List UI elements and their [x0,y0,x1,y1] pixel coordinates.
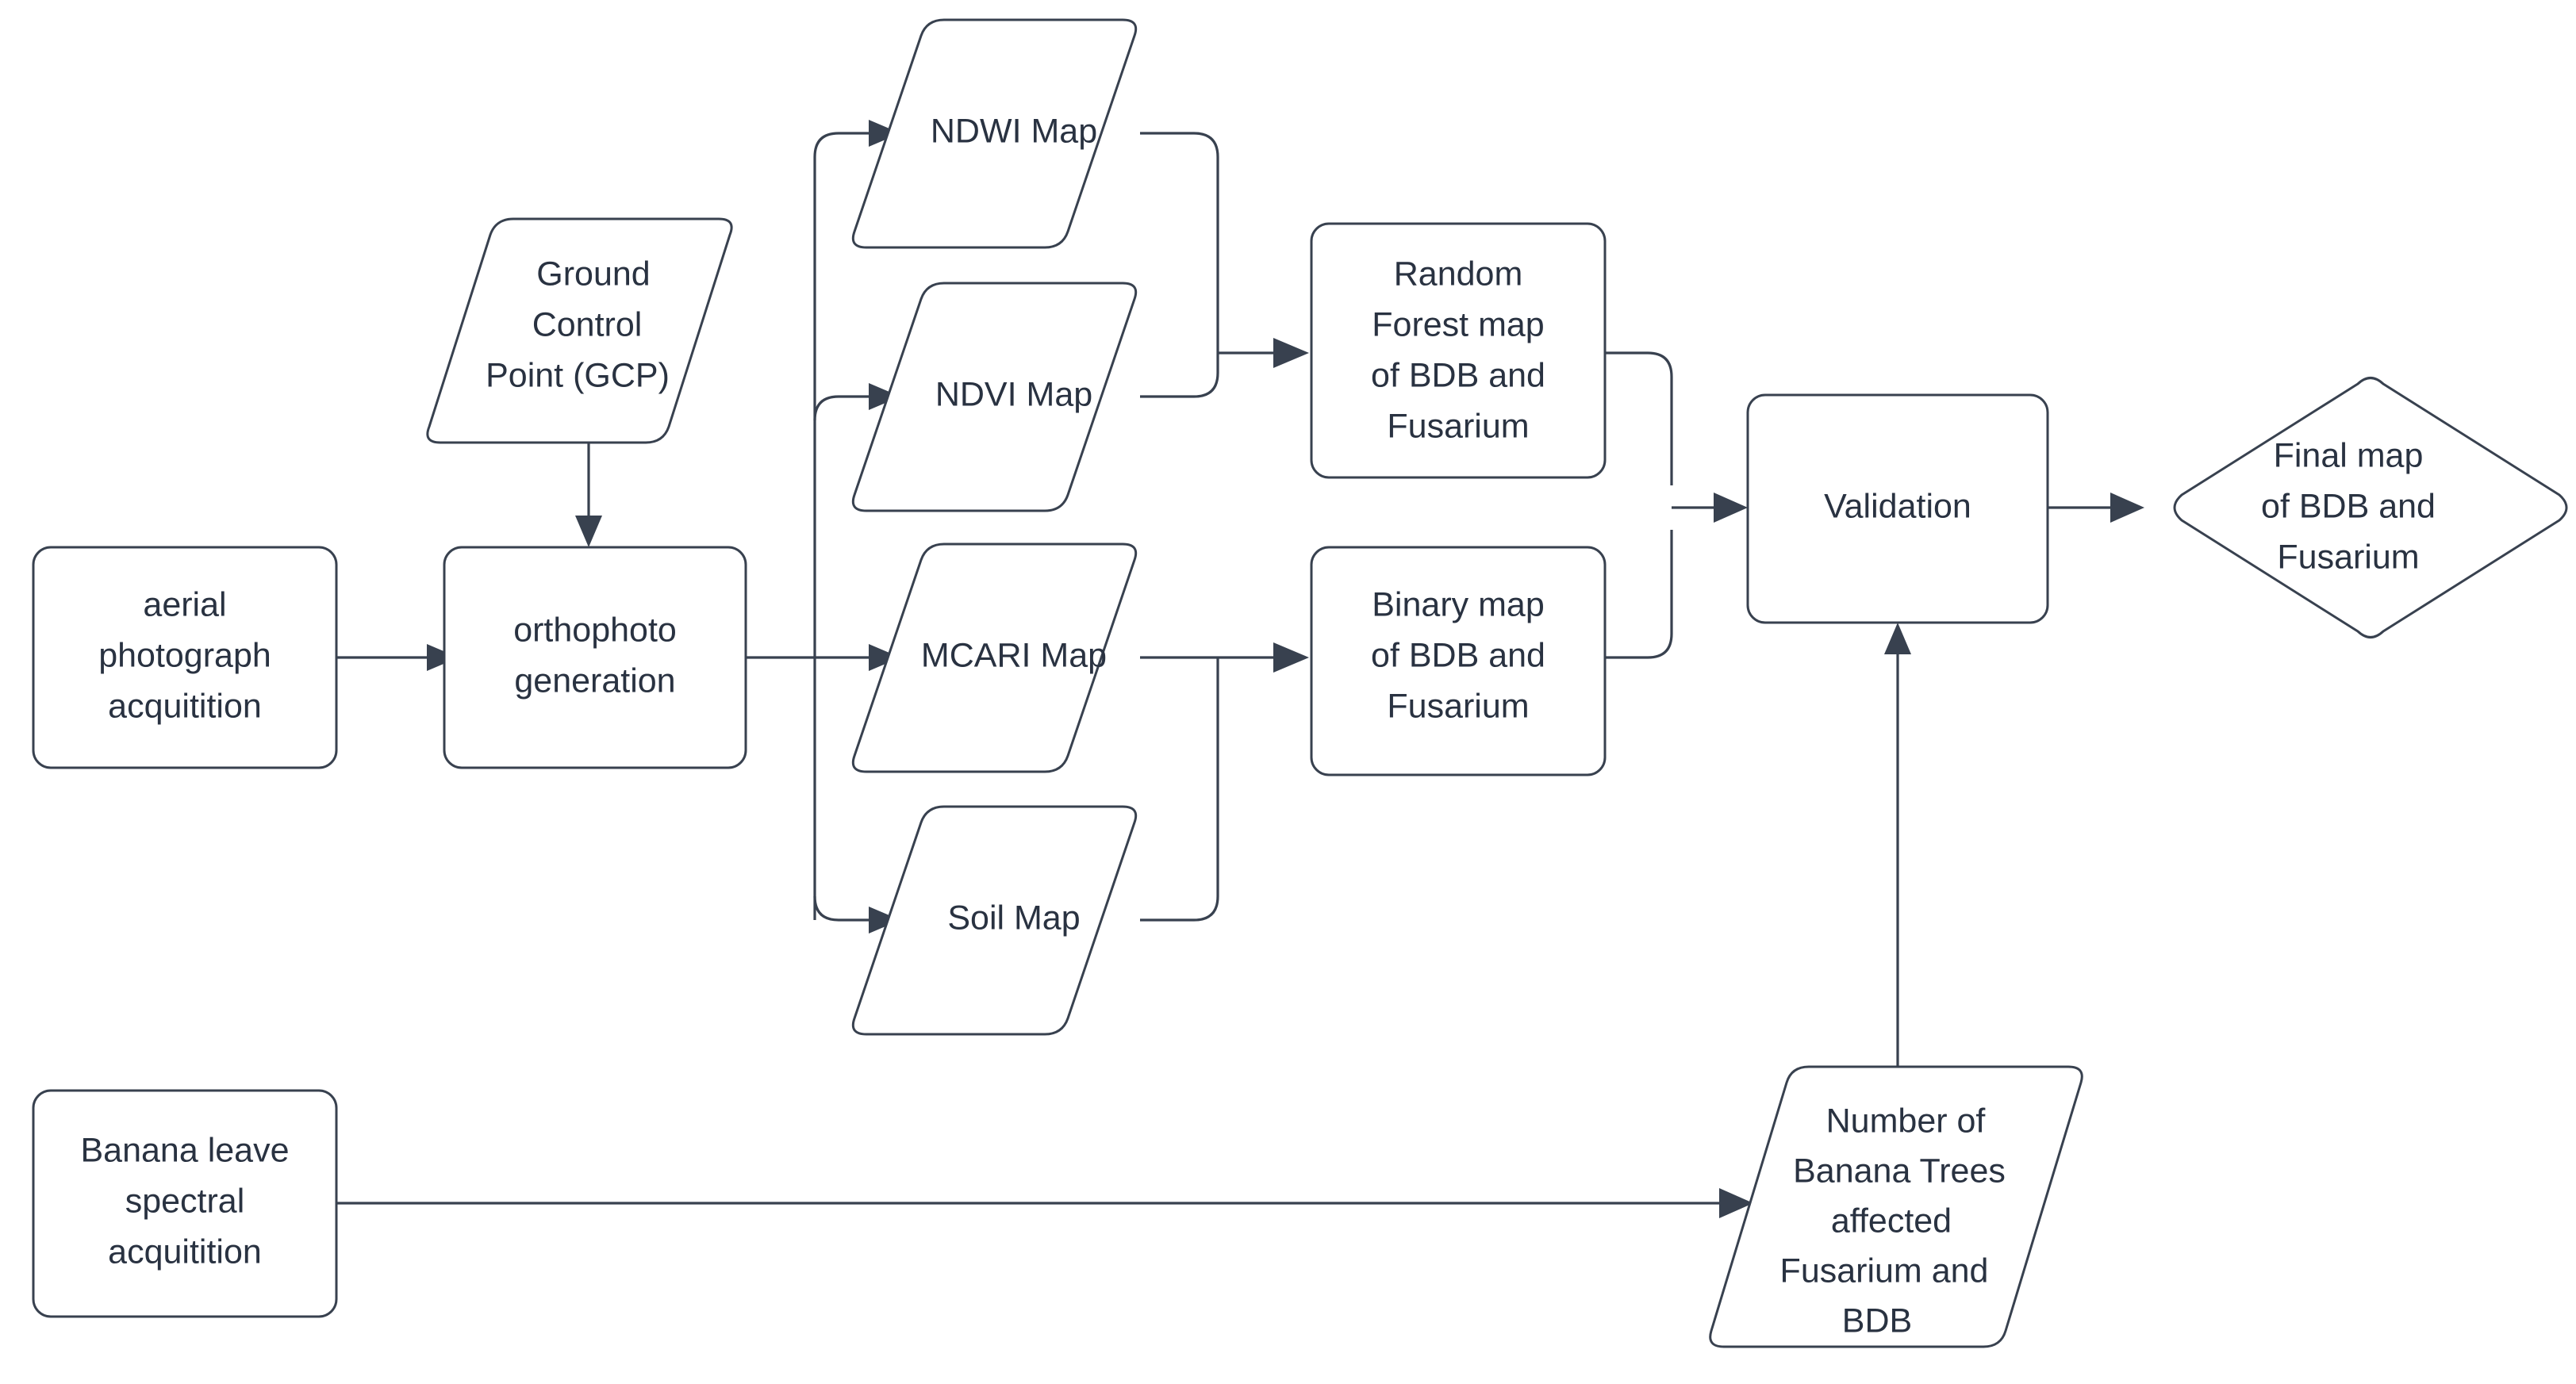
node-binary-map[interactable]: Binary map of BDB and Fusarium [1310,546,1607,776]
edge-bus-to-ndwi [813,120,900,158]
aerial-photograph-label-line1: aerial [143,585,226,623]
random-forest-map-label-line4: Fusarium [1387,407,1529,445]
node-ndvi-map[interactable]: NDVI Map [851,282,1138,512]
banana-leave-spectral-label-line3: acquitition [108,1233,262,1271]
random-forest-map-box[interactable] [1310,222,1607,479]
binary-map-label-line1: Binary map [1372,585,1544,623]
orthophoto-generation-box[interactable] [443,546,747,769]
banana-trees-affected-label-line3: affected [1831,1202,1952,1240]
edge-banana-leave-to-trees-affected [336,1188,1753,1218]
ground-control-point-label-line2: Control [532,305,643,343]
binary-map-label-line2: of BDB and [1371,636,1545,674]
edge-results-to-validation [1603,351,1748,659]
node-orthophoto-generation[interactable]: orthophoto generation [443,546,747,769]
ndwi-map-parallelogram[interactable] [851,18,1138,249]
edge-orthophoto-bus [746,157,816,920]
banana-leave-spectral-label-line2: spectral [125,1182,245,1220]
edge-bus-to-binary-map [1218,642,1309,673]
aerial-photograph-box[interactable] [32,546,338,769]
edge-bus-to-random-forest [1218,338,1309,368]
ground-control-point-parallelogram[interactable] [426,217,733,444]
aerial-photograph-label-line2: photograph [98,636,271,674]
final-map-label-line2: of BDB and [2261,487,2436,525]
node-final-map[interactable]: Final map of BDB and Fusarium [2173,377,2568,638]
final-map-diamond[interactable] [2173,377,2568,638]
node-aerial-photograph[interactable]: aerial photograph acquitition [32,546,338,769]
ground-control-point-label-line1: Ground [536,255,650,293]
banana-leave-spectral-box[interactable] [32,1089,338,1318]
node-banana-leave-spectral[interactable]: Banana leave spectral acquitition [32,1089,338,1318]
final-map-label-line1: Final map [2274,436,2424,474]
node-random-forest-map[interactable]: Random Forest map of BDB and Fusarium [1310,222,1607,479]
binary-map-box[interactable] [1310,546,1607,776]
node-ndwi-map[interactable]: NDWI Map [851,18,1138,249]
banana-leave-spectral-label-line1: Banana leave [81,1131,290,1169]
aerial-photograph-label-line3: acquitition [108,687,262,725]
random-forest-map-label-line2: Forest map [1372,305,1544,343]
soil-map-parallelogram[interactable] [851,805,1138,1036]
node-mcari-map[interactable]: MCARI Map [851,542,1138,773]
random-forest-map-label-line1: Random [1394,255,1523,293]
edge-validation-to-final-map [2047,493,2144,523]
node-banana-trees-affected[interactable]: Number of Banana Trees affected Fusarium… [1709,1065,2083,1348]
random-forest-map-label-line3: of BDB and [1371,356,1545,394]
banana-trees-affected-label-line5: BDB [1842,1302,1912,1340]
ndvi-map-label: NDVI Map [935,375,1092,413]
edge-aerial-to-orthophoto [336,644,459,671]
validation-box[interactable] [1746,393,2049,624]
edge-gcp-to-orthophoto [575,443,602,547]
node-validation[interactable]: Validation [1746,393,2049,624]
mcari-map-label: MCARI Map [921,636,1107,674]
edge-bus-to-mcari [815,644,900,671]
node-soil-map[interactable]: Soil Map [851,805,1138,1036]
orthophoto-generation-label-line1: orthophoto [513,611,677,649]
edge-bus-to-soil [813,895,900,934]
ndvi-map-parallelogram[interactable] [851,282,1138,512]
banana-trees-affected-label-line1: Number of [1826,1102,1987,1140]
edge-maps-merge-bus [1140,132,1219,922]
validation-label: Validation [1824,487,1971,525]
ndwi-map-label: NDWI Map [931,112,1097,150]
soil-map-label: Soil Map [947,899,1080,937]
edge-trees-affected-to-validation [1884,623,1911,1067]
edge-bus-to-ndvi [813,383,900,421]
ground-control-point-label-line3: Point (GCP) [486,356,670,394]
banana-trees-affected-label-line2: Banana Trees [1793,1152,2006,1190]
binary-map-label-line3: Fusarium [1387,687,1529,725]
final-map-label-line3: Fusarium [2277,538,2419,576]
banana-trees-affected-label-line4: Fusarium and [1780,1252,1989,1290]
orthophoto-generation-label-line2: generation [514,661,675,700]
mcari-map-parallelogram[interactable] [851,542,1138,773]
node-ground-control-point[interactable]: Ground Control Point (GCP) [426,217,733,444]
banana-trees-affected-parallelogram[interactable] [1709,1065,2083,1348]
